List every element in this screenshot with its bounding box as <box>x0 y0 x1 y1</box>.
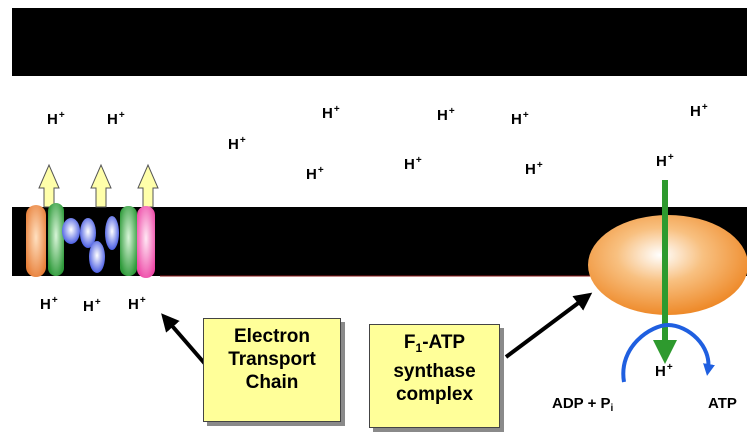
carrier-blue-4 <box>105 216 119 250</box>
etc-label-line2: Transport <box>228 349 316 370</box>
proton-pump-arrows <box>38 163 159 208</box>
proton-label: H+ <box>228 135 246 153</box>
carrier-blue-3 <box>89 241 105 273</box>
atp-synthase-label-box: F1-ATP synthase complex <box>369 324 500 428</box>
complex-green-1 <box>48 203 64 276</box>
etc-label-line1: Electron <box>233 326 311 347</box>
proton-label: H+ <box>437 106 455 124</box>
pump-arrow-3 <box>137 163 159 208</box>
complex-green-2 <box>120 206 137 276</box>
proton-label: H+ <box>306 165 324 183</box>
proton-label: H+ <box>128 295 146 313</box>
proton-label: H+ <box>525 160 543 178</box>
etc-pointer-arrow <box>161 313 208 367</box>
proton-label: H+ <box>511 110 529 128</box>
pump-arrow-2 <box>90 163 112 208</box>
etc-label-box: Electron Transport Chain <box>203 318 341 422</box>
proton-label: H+ <box>83 297 101 315</box>
proton-label: H+ <box>40 295 58 313</box>
reaction-product-label: ATP <box>708 395 737 412</box>
proton-label: H+ <box>322 104 340 122</box>
etc-label-line3: Chain <box>245 372 299 393</box>
title-banner <box>12 8 747 76</box>
atp-pointer-arrow <box>504 292 593 359</box>
proton-label: H+ <box>404 155 422 173</box>
proton-label: H+ <box>655 362 673 380</box>
complex-pink <box>137 206 155 278</box>
reaction-substrate-label: ADP + Pi <box>552 395 614 414</box>
atp-label-line2: synthase <box>393 361 476 382</box>
electron-transport-complexes <box>26 203 155 278</box>
carrier-blue-2 <box>80 218 96 248</box>
pump-arrow-1 <box>38 163 60 208</box>
complex-orange <box>26 205 46 277</box>
proton-label: H+ <box>656 152 674 170</box>
proton-label: H+ <box>107 110 125 128</box>
proton-label: H+ <box>690 102 708 120</box>
atp-label-line3: complex <box>395 384 474 405</box>
proton-label: H+ <box>47 110 65 128</box>
carrier-blue-1 <box>62 218 80 244</box>
reaction-arrow <box>621 322 715 383</box>
atp-label-line1: F1-ATP <box>403 332 466 355</box>
